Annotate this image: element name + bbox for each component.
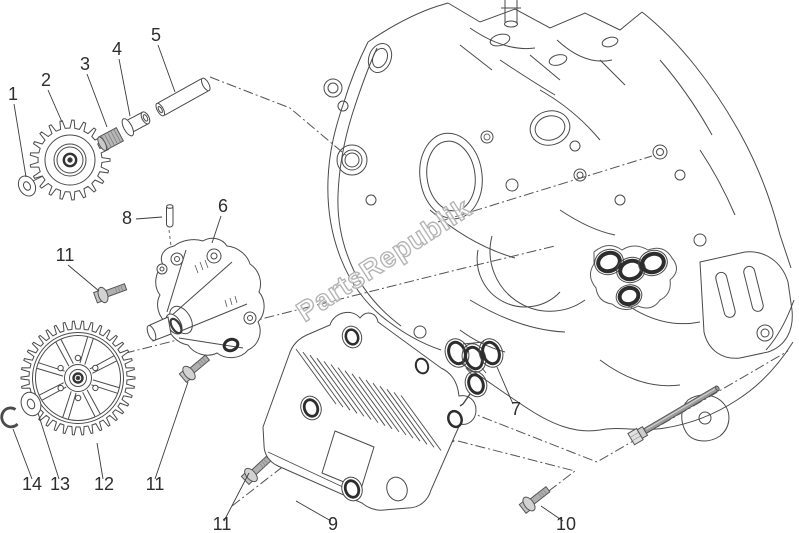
axis-shaft5 [209,76,349,158]
oil-pump-part6 [146,237,265,358]
idler-gear-assembly [17,77,211,228]
axis-stud [448,350,789,463]
callout-labels: 1 2 3 4 5 6 7 8 9 10 11 11 11 12 13 14 [8,25,576,533]
callout-10: 10 [556,514,576,533]
bolt-part11-c [240,455,272,486]
axis-bolt11c [231,443,313,507]
callout-3: 3 [80,54,90,74]
callout-6: 6 [218,196,228,216]
circlip-part14 [0,406,19,429]
callout-leader-lines [12,44,564,522]
cooler-fins [295,348,442,451]
shaft-part5 [155,77,211,117]
callout-11-a: 11 [56,245,75,265]
callout-11-b: 11 [146,474,165,494]
callout-7: 7 [511,399,521,419]
washer-part13 [20,391,42,417]
pin-part8 [166,204,174,228]
bolt-part11-a [92,283,128,304]
axis-bolt10 [457,440,577,501]
alignment-axis-lines [89,76,789,507]
case-port-rings [594,248,668,308]
fasteners [92,283,720,514]
gasket-part7 [444,338,504,407]
callout-12: 12 [94,474,114,494]
bushing-part4 [121,111,151,137]
oil-cooler-part9 [262,311,477,511]
gear-part2 [29,119,111,201]
watermark-text: PartsRepublik [291,192,477,328]
callout-14: 14 [22,474,42,494]
crankcase-drawing [323,0,795,442]
gear-part12 [20,320,136,436]
washer-part1 [17,175,37,197]
callout-11-c: 11 [213,514,232,533]
knurled-bush-part3 [97,127,125,151]
callout-4: 4 [112,39,122,59]
axis-case-upper [437,155,653,223]
bolt-part10 [518,486,551,514]
pump-gear-assembly [0,320,136,436]
callout-8: 8 [122,208,132,228]
callout-5: 5 [151,25,161,45]
callout-2: 2 [41,70,51,90]
callout-1: 1 [8,84,18,104]
stud-bolt [627,385,720,446]
axis-pump [89,245,556,363]
callout-9: 9 [328,514,338,533]
callout-13: 13 [50,474,70,494]
bolt-part11-b [178,354,211,384]
